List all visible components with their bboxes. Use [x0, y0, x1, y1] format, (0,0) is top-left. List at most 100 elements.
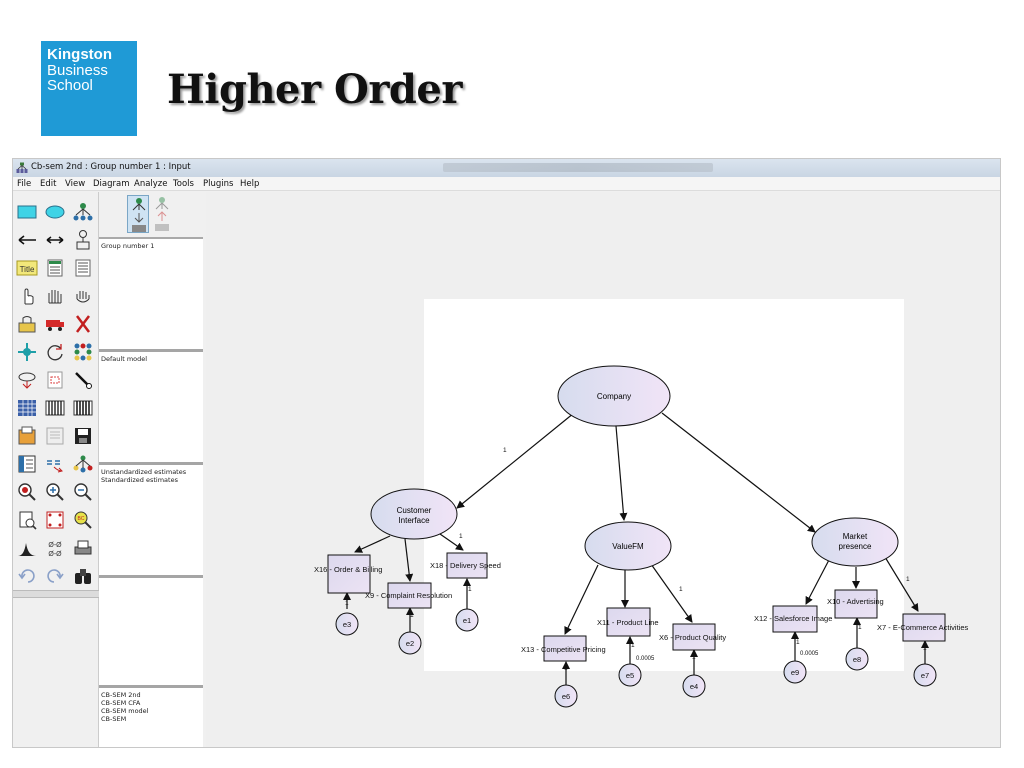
indicator-x11[interactable] — [606, 607, 651, 637]
latent-valuefm[interactable] — [584, 521, 672, 571]
menu-diagram[interactable]: Diagram — [93, 179, 130, 189]
save-icon[interactable] — [71, 424, 95, 448]
menu-edit[interactable]: Edit — [40, 179, 57, 189]
indicator-x7[interactable] — [902, 613, 946, 642]
unstandardized-item[interactable]: Unstandardized estimates — [101, 468, 187, 476]
indicator-x13-label: X13 - Competitive Pricing — [521, 645, 606, 654]
menu-file[interactable]: File — [17, 179, 32, 189]
file-item[interactable]: CB-SEM — [101, 715, 127, 723]
view-output-button[interactable] — [151, 195, 173, 233]
analysis-properties-icon[interactable] — [43, 396, 67, 420]
latent-market-presence[interactable] — [811, 517, 899, 567]
select-all-icon[interactable] — [43, 284, 67, 308]
file-item[interactable]: CB-SEM model — [101, 707, 149, 715]
error-e4[interactable] — [682, 674, 706, 698]
menu-tools[interactable]: Tools — [173, 179, 194, 189]
indicator-icon[interactable] — [71, 200, 95, 224]
indicator-x18[interactable] — [446, 552, 488, 579]
degrees-of-freedom-icon[interactable] — [15, 536, 39, 560]
rotate-icon[interactable] — [43, 340, 67, 364]
drawing-area[interactable] — [206, 192, 1000, 747]
menu-view[interactable]: View — [65, 179, 86, 189]
select-one-icon[interactable] — [15, 284, 39, 308]
copy-icon[interactable] — [15, 312, 39, 336]
specification-search-icon[interactable] — [71, 452, 95, 476]
svg-text:Title: Title — [20, 265, 35, 274]
view-output-icon[interactable] — [15, 424, 39, 448]
list-data-icon[interactable] — [71, 256, 95, 280]
menu-help[interactable]: Help — [240, 179, 260, 189]
param-e8: 1 — [858, 624, 862, 631]
view-text-icon[interactable] — [43, 424, 67, 448]
redo-icon[interactable] — [43, 564, 67, 588]
indicator-x18-label: X18 - Delivery Speed — [430, 561, 501, 570]
menu-plugins[interactable]: Plugins — [203, 179, 234, 189]
svg-text:Ø-Ø: Ø-Ø — [48, 551, 62, 558]
fit-to-page-icon[interactable] — [15, 508, 39, 532]
zoom-in-icon[interactable] — [15, 480, 39, 504]
error-e3[interactable] — [335, 612, 359, 636]
title-icon[interactable]: Title — [15, 256, 39, 280]
loupe-icon[interactable] — [43, 508, 67, 532]
rectangle-icon[interactable] — [15, 200, 39, 224]
logo-line2: Business — [47, 62, 108, 79]
calculate-estimates-icon[interactable] — [71, 396, 95, 420]
path-value-x13 — [564, 564, 599, 635]
indicator-x16[interactable] — [327, 554, 371, 594]
standardized-item[interactable]: Standardized estimates — [101, 476, 178, 484]
object-properties-icon[interactable] — [15, 452, 39, 476]
list-variables-icon[interactable] — [43, 256, 67, 280]
erase-icon[interactable] — [71, 312, 95, 336]
bayesian-icon[interactable]: BC — [71, 508, 95, 532]
path-value-x6 — [650, 563, 693, 623]
preserve-symmetry-icon[interactable] — [15, 368, 39, 392]
deselect-icon[interactable] — [71, 284, 95, 308]
error-e3-label: e3 — [343, 620, 351, 629]
model-item[interactable]: Default model — [101, 355, 148, 363]
move-parameter-icon[interactable] — [15, 340, 39, 364]
error-e8[interactable] — [845, 647, 869, 671]
toolbox-scroll-strip[interactable] — [13, 590, 99, 598]
print-icon[interactable] — [71, 536, 95, 560]
page-icon[interactable] — [71, 480, 95, 504]
reflect-icon[interactable] — [71, 340, 95, 364]
double-arrow-icon[interactable] — [43, 228, 67, 252]
ellipse-icon[interactable] — [43, 200, 67, 224]
indicator-x6[interactable] — [672, 623, 716, 651]
path-market-x7 — [884, 556, 919, 612]
error-term-icon[interactable] — [71, 228, 95, 252]
latent-company[interactable] — [557, 365, 671, 427]
estimates-panel: Unstandardized estimates Standardized es… — [99, 465, 203, 578]
group-item[interactable]: Group number 1 — [101, 242, 155, 250]
error-e6[interactable] — [554, 684, 578, 708]
drag-properties-icon[interactable] — [43, 452, 67, 476]
search-icon[interactable] — [71, 564, 95, 588]
error-e2[interactable] — [398, 631, 422, 655]
error-e5[interactable] — [618, 663, 642, 687]
file-item[interactable]: CB-SEM 2nd — [101, 691, 141, 699]
undo-icon[interactable] — [15, 564, 39, 588]
zoom-out-icon[interactable] — [43, 480, 67, 504]
zoom-area-icon[interactable] — [43, 368, 67, 392]
param-e9: 1 — [796, 639, 800, 646]
error-e1[interactable] — [455, 608, 479, 632]
amos-window: Cb-sem 2nd : Group number 1 : Input File… — [12, 158, 1001, 748]
view-input-button[interactable] — [127, 195, 149, 233]
error-e9[interactable] — [783, 660, 807, 684]
path-ci-x16 — [354, 535, 391, 553]
menu-analyze[interactable]: Analyze — [134, 179, 168, 189]
indicator-x13[interactable] — [543, 635, 587, 662]
single-arrow-icon[interactable] — [15, 228, 39, 252]
indicator-x9[interactable] — [387, 582, 432, 609]
move-icon[interactable] — [43, 312, 67, 336]
latent-customer-interface[interactable] — [370, 488, 458, 540]
file-item[interactable]: CB-SEM CFA — [101, 699, 141, 707]
indicator-x10[interactable] — [834, 589, 878, 619]
touch-up-icon[interactable] — [71, 368, 95, 392]
indicator-x6-label: X6 - Product Quality — [659, 633, 726, 642]
error-e7[interactable] — [913, 663, 937, 687]
indicator-x12[interactable] — [772, 605, 818, 633]
data-files-icon[interactable] — [15, 396, 39, 420]
